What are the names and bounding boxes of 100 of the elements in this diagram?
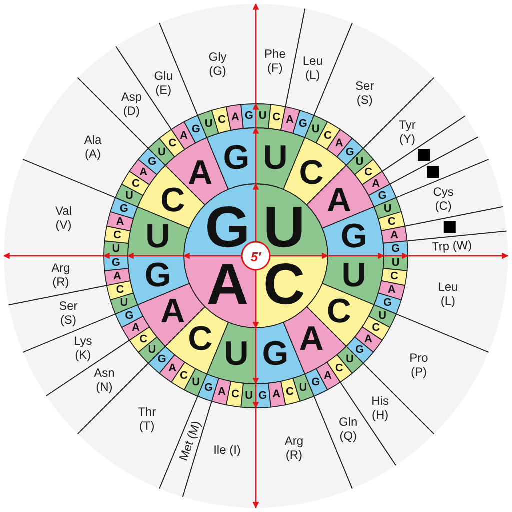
- nucleotide-letter: C: [390, 270, 398, 283]
- nucleotide-letter: C: [364, 166, 372, 179]
- nucleotide-letter: U: [224, 335, 249, 374]
- nucleotide-letter: U: [378, 310, 387, 322]
- nucleotide-letter: A: [388, 284, 396, 296]
- nucleotide-letter: C: [231, 388, 240, 400]
- nucleotide-letter: U: [125, 190, 134, 202]
- nucleotide-letter: A: [324, 370, 332, 382]
- amino-acid-label: Leu (L): [302, 54, 324, 82]
- nucleotide-letter: G: [120, 202, 128, 215]
- nucleotide-letter: G: [125, 310, 134, 322]
- nucleotide-letter: U: [245, 390, 254, 402]
- amino-acid-label: Trp (W): [431, 238, 472, 254]
- amino-acid-label: Lys (K): [73, 334, 94, 362]
- nucleotide-letter: A: [140, 166, 148, 179]
- nucleotide-letter: U: [312, 123, 320, 136]
- nucleotide-letter: G: [223, 138, 250, 177]
- nucleotide-letter: A: [160, 292, 186, 331]
- nucleotide-letter: C: [326, 292, 352, 331]
- nucleotide-letter: C: [168, 138, 177, 150]
- amino-acid-label: Pro (P): [408, 350, 430, 379]
- nucleotide-letter: A: [116, 216, 124, 228]
- strand-end-label: 5′: [250, 250, 262, 264]
- nucleotide-letter: C: [324, 130, 332, 142]
- amino-acid-label: Gln (Q): [338, 414, 359, 443]
- nucleotide-letter: U: [192, 376, 200, 389]
- nucleotide-letter: U: [356, 156, 364, 168]
- amino-acid-label: Thr (T): [137, 404, 158, 433]
- nucleotide-letter: G: [148, 156, 157, 168]
- nucleotide-letter: U: [263, 138, 288, 177]
- nucleotide-letter: A: [272, 388, 281, 400]
- nucleotide-letter: A: [114, 270, 122, 283]
- amino-acid-label: Asp (D): [120, 90, 143, 118]
- nucleotide-letter: G: [355, 344, 364, 356]
- nucleotide-letter: G: [112, 256, 120, 269]
- nucleotide-letter: C: [188, 320, 213, 358]
- nucleotide-letter: G: [346, 146, 354, 158]
- nucleotide-letter: C: [132, 178, 140, 190]
- nucleotide-letter: A: [218, 386, 226, 398]
- nucleotide-letter: C: [114, 229, 122, 242]
- nucleotide-letter: G: [244, 110, 254, 122]
- nucleotide-letter: C: [180, 370, 188, 382]
- nucleotide-letter: A: [180, 130, 188, 142]
- nucleotide-letter: G: [384, 297, 392, 310]
- nucleotide-letter: C: [286, 386, 294, 398]
- nucleotide-letter: G: [262, 335, 289, 374]
- nucleotide-letter: G: [192, 123, 200, 136]
- amino-acid-label: Gly (G): [208, 50, 228, 78]
- nucleotide-letter: U: [146, 218, 170, 256]
- nucleotide-letter: U: [204, 118, 213, 130]
- amino-acid-label: Ala (A): [83, 133, 103, 162]
- amino-acid-label: His (H): [370, 394, 390, 422]
- nucleotide-letter: A: [335, 138, 344, 150]
- nucleotide-letter: C: [299, 154, 324, 192]
- nucleotide-letter: U: [346, 354, 354, 366]
- amino-acid-label: Leu (L): [437, 280, 460, 308]
- nucleotide-letter: G: [392, 243, 400, 256]
- nucleotide-letter: G: [312, 376, 320, 389]
- nucleotide-letter: A: [364, 333, 372, 346]
- nucleotide-letter: U: [258, 110, 267, 122]
- nucleotide-letter: G: [204, 382, 214, 394]
- nucleotide-letter: U: [342, 256, 366, 294]
- nucleotide-letter: G: [378, 190, 387, 202]
- amino-acid-label: Cys (C): [432, 185, 455, 214]
- nucleotide-letter: G: [144, 256, 172, 294]
- nucleotide-letter: C: [372, 322, 380, 334]
- nucleotide-letter: A: [390, 229, 398, 242]
- nucleotide-letter: U: [112, 243, 120, 256]
- amino-acid-label: Asn (N): [93, 366, 116, 394]
- nucleotide-letter: U: [392, 256, 400, 269]
- nucleotide-letter: U: [384, 202, 392, 215]
- amino-acid-label: Tyr (Y): [398, 118, 417, 146]
- nucleotide-letter: C: [388, 216, 396, 228]
- nucleotide-letter: A: [372, 178, 380, 190]
- nucleotide-letter: U: [148, 344, 156, 356]
- nucleotide-letter: A: [286, 114, 294, 126]
- amino-acid-label: Val (V): [54, 204, 73, 232]
- nucleotide-letter: G: [340, 218, 368, 256]
- nucleotide-letter: C: [160, 181, 186, 220]
- amino-acid-label: Met (M): [176, 418, 204, 462]
- nucleotide-letter: G: [298, 118, 308, 130]
- nucleotide-letter: A: [231, 112, 240, 124]
- nucleotide-letter: C: [335, 362, 344, 374]
- nucleotide-letter: G: [158, 354, 166, 366]
- nucleotide-letter: U: [158, 146, 166, 158]
- nucleotide-letter: C: [272, 112, 281, 124]
- nucleotide-letter: U: [120, 297, 128, 310]
- amino-acid-label: Ser (S): [354, 79, 376, 108]
- nucleotide-letter: C: [218, 114, 226, 126]
- amino-acid-label: Phe (F): [264, 46, 287, 75]
- amino-acid-label: Arg (R): [284, 434, 305, 462]
- nucleotide-letter: A: [326, 181, 352, 220]
- nucleotide-letter: C: [140, 333, 148, 346]
- nucleotide-letter: G: [258, 390, 268, 402]
- nucleotide-letter: C: [116, 284, 124, 296]
- nucleotide-letter: A: [299, 320, 324, 358]
- nucleotide-letter: A: [132, 322, 140, 334]
- amino-acid-label: Ile (I): [212, 442, 242, 457]
- nucleotide-letter: U: [299, 382, 308, 394]
- amino-acid-label: Glu (E): [153, 69, 174, 98]
